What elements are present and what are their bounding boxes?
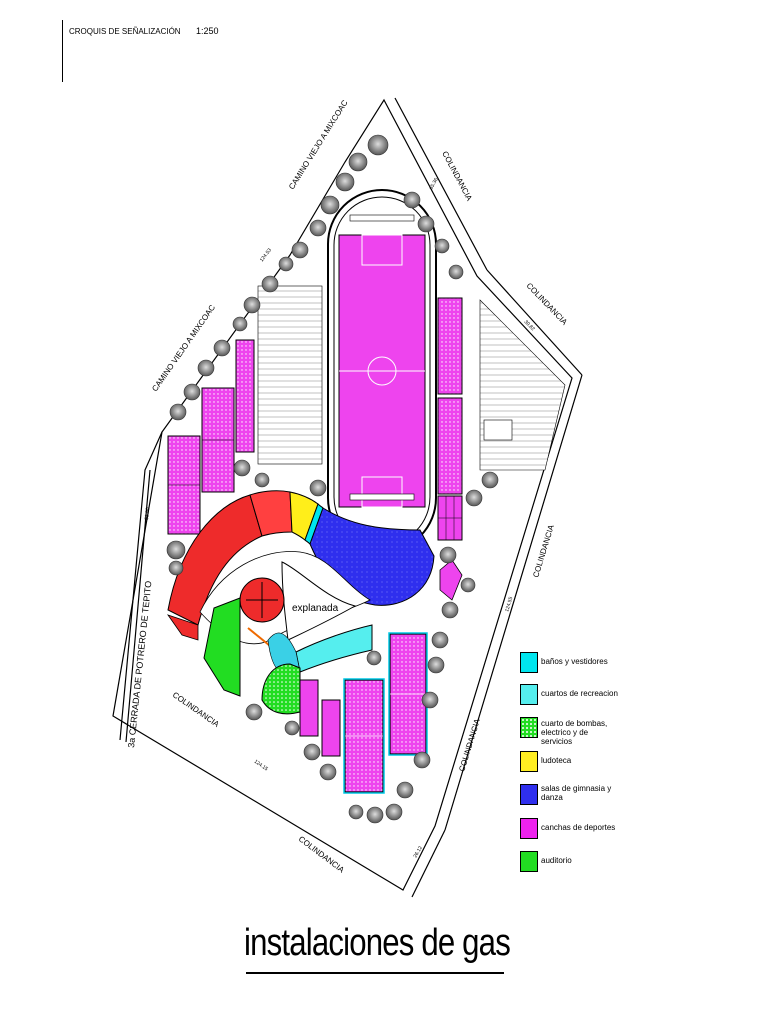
legend-item-recreacion: cuartos de recreacion: [520, 684, 619, 705]
legend-item-ludoteca: ludoteca: [520, 751, 619, 772]
legend-label: ludoteca: [541, 756, 572, 765]
sheet-title: instalaciones de gas: [244, 922, 511, 964]
sheet-label: CROQUIS DE SEÑALIZACIÓN: [69, 27, 181, 36]
courts-lower: [299, 632, 428, 794]
legend-swatch: [520, 784, 538, 805]
street-label-cerrada: 3a CERRADA DE POTRERO DE TEPITO: [126, 580, 153, 748]
legend-label: auditorio: [541, 856, 572, 865]
legend-label: cuarto de bombas, electrico y de servici…: [541, 719, 608, 746]
legend-swatch: [520, 684, 538, 705]
legend-item-bombas: cuarto de bombas, electrico y de servici…: [520, 717, 619, 746]
dimension-label: 124.15: [253, 759, 269, 773]
colindancia-label: COLINDANCIA: [457, 717, 482, 773]
courts-left: [167, 339, 255, 535]
legend-item-canchas: canchas de deportes: [520, 818, 619, 839]
legend-swatch: [520, 717, 538, 738]
legend-label: salas de gimnasia y danza: [541, 784, 612, 802]
legend-swatch: [520, 751, 538, 772]
stadium: [327, 189, 437, 553]
auditorio: [203, 597, 241, 697]
dimension-label: 65.36: [428, 177, 439, 191]
colindancia-label: COLINDANCIA: [171, 690, 221, 729]
colindancia-label: COLINDANCIA: [440, 150, 474, 203]
dimension-label: 124.53: [259, 247, 273, 263]
cyan-path: [267, 624, 373, 675]
title-underline: [246, 972, 504, 974]
legend-swatch: [520, 818, 538, 839]
legend-label: cuartos de recreacion: [541, 689, 618, 698]
legend-item-auditorio: auditorio: [520, 851, 619, 872]
street-label-left: CAMINO VIEJO A MIXCOAC: [150, 303, 217, 393]
service-room: [261, 663, 301, 715]
legend-item-banos: baños y vestidores: [520, 652, 619, 673]
colindancia-label: COLINDANCIA: [525, 281, 570, 327]
explanada-label: explanada: [292, 603, 339, 614]
dimension-label: 26.12: [413, 845, 425, 859]
small-structure: [439, 559, 463, 601]
legend-swatch: [520, 851, 538, 872]
scale-label: 1:250: [196, 26, 219, 36]
trees: [166, 134, 499, 824]
site-boundary: [112, 97, 583, 898]
dimension-label: 124.55: [504, 596, 514, 613]
explanada: explanada: [199, 551, 371, 655]
legend-swatch: [520, 652, 538, 673]
courts-right: [437, 297, 463, 541]
legend-item-gimnasia: salas de gimnasia y danza: [520, 784, 619, 805]
dimension-label: 52.90: [144, 507, 151, 520]
legend-label: baños y vestidores: [541, 657, 608, 666]
parking-left: [257, 285, 323, 465]
header-rule: [62, 20, 63, 82]
parking-lot: [479, 299, 566, 471]
legend-label: canchas de deportes: [541, 823, 616, 832]
